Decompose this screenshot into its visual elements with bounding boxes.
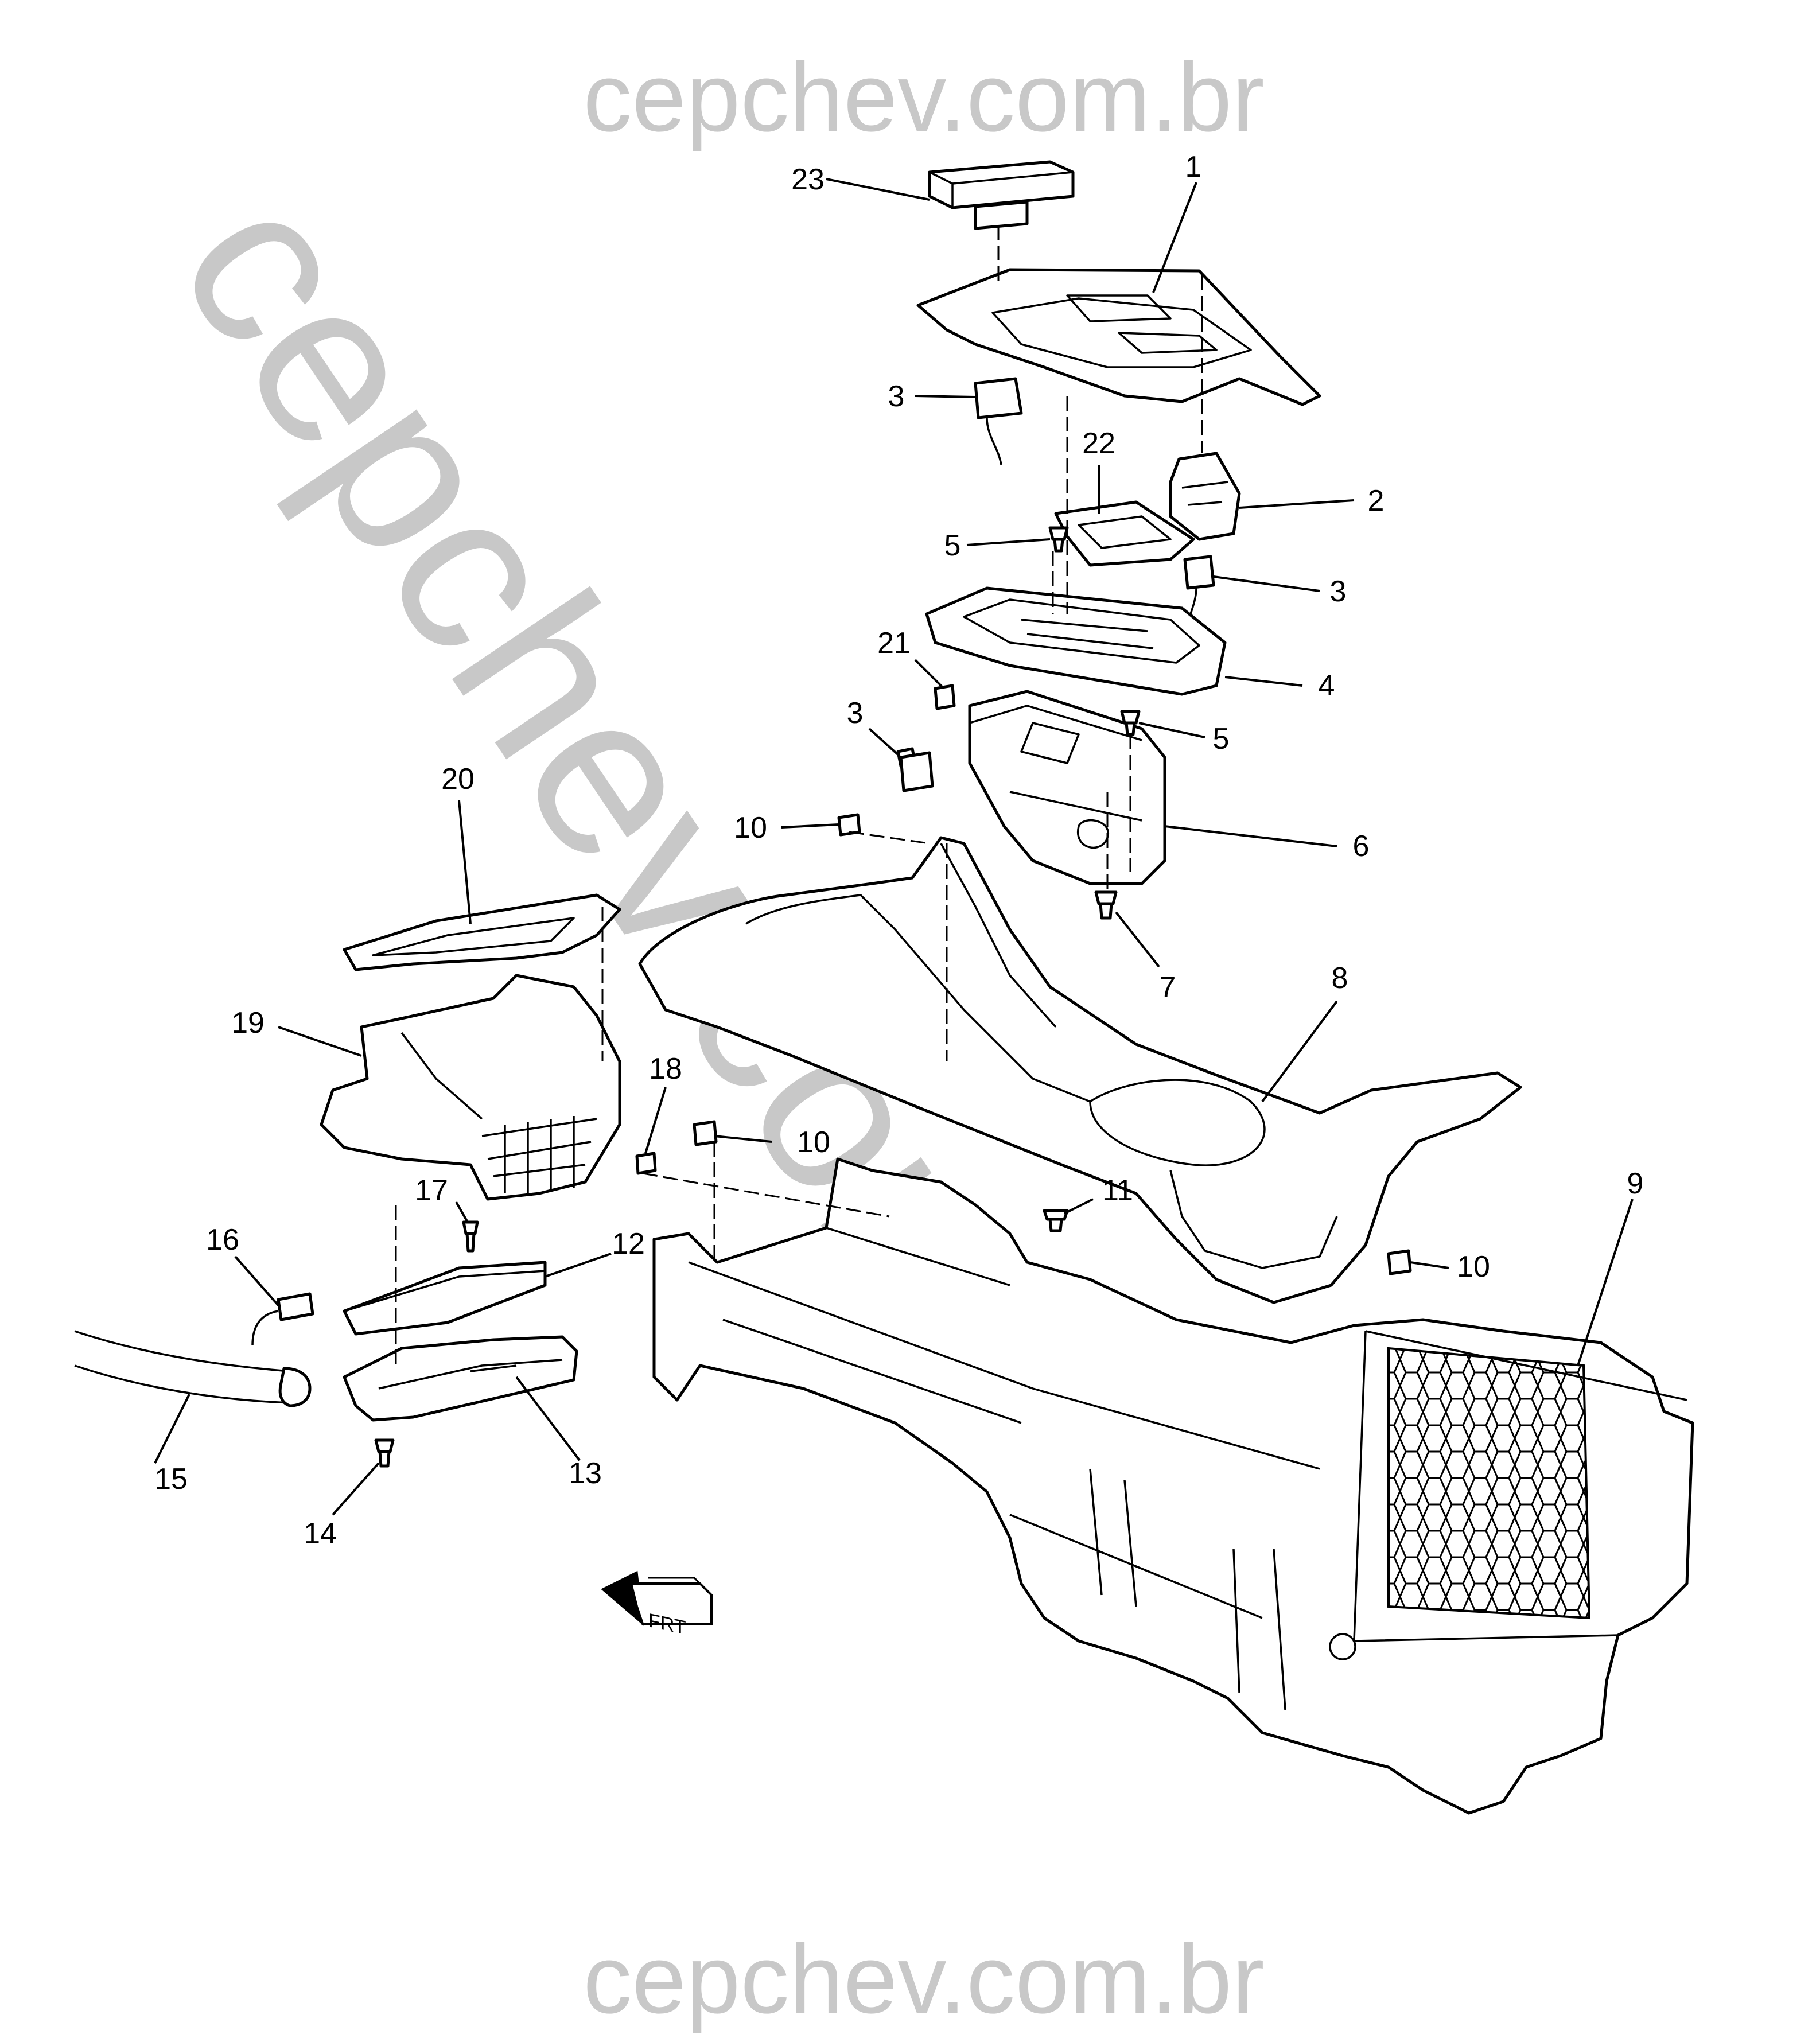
part-15-cable [74,1330,312,1407]
callout-19: 19 [231,1006,265,1040]
leader-lines [154,178,1634,1516]
part-4-bezel-frame [925,586,1227,696]
part-18-clip [635,1152,657,1175]
part-13-bracket [343,1335,578,1422]
callout-6: 6 [1353,830,1370,863]
callout-5-upper: 5 [944,529,961,562]
callout-8: 8 [1332,962,1348,995]
part-19-storage-bin [320,974,621,1201]
callout-20: 20 [441,763,475,796]
callout-3-right: 3 [1330,575,1347,608]
part-7-screw [1094,890,1118,920]
part-1-trim-bezel [916,268,1321,406]
callout-4: 4 [1319,669,1335,702]
part-3-connector-mid [896,747,934,792]
callout-labels: 23 1 3 22 2 5 3 21 4 3 5 10 6 20 7 8 19 … [154,150,1643,1550]
part-21-clip [934,684,956,710]
callout-10-mid: 10 [797,1126,830,1159]
part-23-switch [928,160,1075,230]
part-9-grille [1387,1347,1591,1620]
callout-17: 17 [415,1174,448,1207]
watermark-bottom: cepchev.com.br [583,1925,1264,2034]
part-10-clip-c [1387,1249,1412,1275]
callout-22: 22 [1082,427,1115,460]
part-10-clip-a [837,813,861,837]
part-3-connector-upper [974,377,1023,465]
part-6-shifter-housing [968,690,1166,885]
callout-5-lower: 5 [1213,722,1230,756]
callout-16: 16 [206,1223,239,1257]
part-5-screw-lower [1120,710,1141,736]
part-22-pad [1054,500,1195,567]
front-orientation-arrow: FRT [601,1570,713,1639]
callout-15: 15 [154,1463,188,1496]
callout-10-lower: 10 [1457,1250,1490,1284]
callout-2: 2 [1368,484,1385,518]
watermark-top: cepchev.com.br [583,43,1264,152]
callout-11: 11 [1102,1174,1133,1207]
callout-13: 13 [569,1457,602,1490]
part-9-console-base [652,1157,1694,1815]
part-17-screw [462,1220,479,1253]
part-14-screw [374,1438,395,1468]
callout-10-upper: 10 [734,811,767,845]
callout-1: 1 [1185,150,1202,184]
callout-18: 18 [649,1052,682,1086]
callout-23: 23 [791,163,825,196]
part-12-module [343,1261,547,1336]
callout-7: 7 [1160,971,1176,1004]
callout-21: 21 [877,627,911,660]
part-11-fastener [1043,1209,1069,1232]
part-10-clip-b [693,1120,718,1146]
callout-3-upper: 3 [888,380,905,413]
part-3-connector-right [1183,555,1215,614]
part-5-screw-upper [1048,526,1069,553]
part-16-harness [251,1292,314,1346]
part-2-switch [1169,452,1241,541]
part-8-console-trim-plate [638,836,1522,1304]
part-20-storage-lid [343,893,621,971]
callout-3-mid: 3 [847,697,864,730]
callout-12: 12 [612,1227,645,1261]
assembly-lines [395,224,1203,1366]
callout-14: 14 [304,1517,337,1550]
callout-9: 9 [1627,1167,1644,1200]
